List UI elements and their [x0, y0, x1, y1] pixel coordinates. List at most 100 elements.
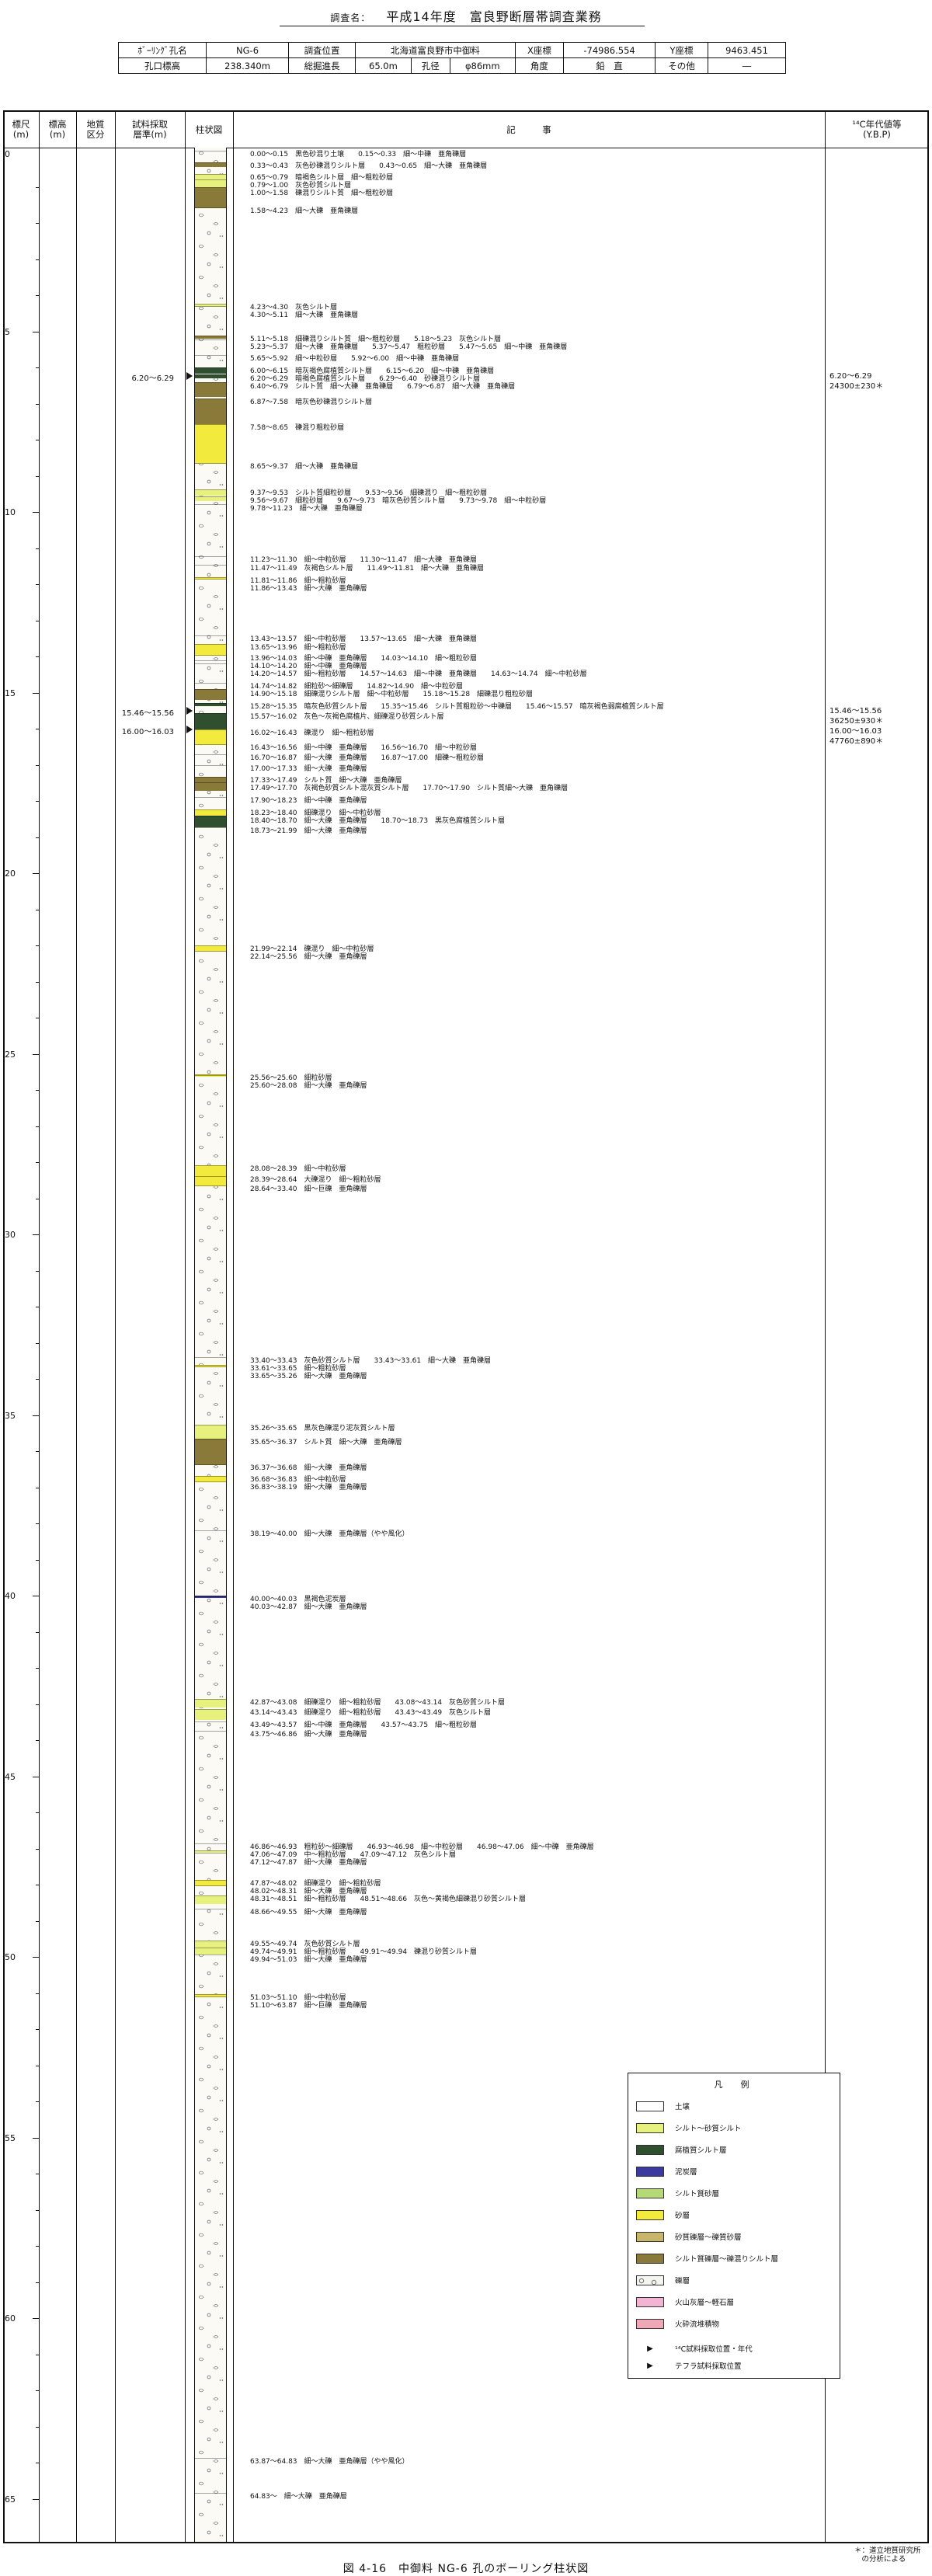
log-entry: 5.65～5.92 細～中粒砂層 5.92～6.00 細～中礫 亜角礫層 — [250, 354, 460, 363]
column-layer — [195, 809, 226, 816]
log-entry: 14.90～15.18 細礫混りシルト層 細～中粒砂層 15.18～15.28 … — [250, 691, 534, 699]
column-layer — [195, 702, 226, 706]
column-layer — [195, 339, 226, 341]
legend-swatch — [636, 2166, 664, 2177]
depth-tick — [36, 2282, 39, 2283]
log-entry: 18.73～21.99 細～大礫 亜角礫層 — [250, 827, 367, 835]
log-entry: 16.70～16.87 細～大礫 亜角礫層 16.87～17.00 細礫～粗粒砂… — [250, 754, 485, 762]
legend-item: 泥炭層 — [636, 2165, 697, 2177]
depth-tick — [36, 1993, 39, 1994]
info-cell: 総掘進長 — [288, 57, 356, 74]
column-layer — [195, 950, 226, 952]
log-entry: 6.20～6.29 暗褐色腐植質シルト層 6.29～6.40 砂礫混りシルト層 — [250, 375, 481, 383]
stratigraphic-column — [194, 148, 227, 2542]
log-entry: 9.78～11.23 細～大礫 亜角礫層 — [250, 504, 363, 513]
survey-title-label: 調査名： — [330, 12, 371, 23]
log-entry: 17.33～17.49 シルト質 細～大礫 亜角礫層 — [250, 776, 402, 785]
depth-tick — [36, 1559, 39, 1561]
legend-label: シルト～砂質シルト — [675, 2125, 742, 2133]
depth-tick — [33, 873, 39, 874]
arrow-icon: ▶ — [647, 2361, 653, 2370]
column-layer — [195, 399, 226, 426]
log-entry: 4.23～4.30 灰色シルト層 — [250, 303, 338, 312]
column-layer — [195, 1185, 226, 1186]
depth-tick — [33, 2137, 39, 2139]
column-layer — [195, 503, 226, 505]
legend-label: シルト質砂層 — [675, 2190, 720, 2198]
header-description: 記 事 — [506, 124, 551, 135]
info-cell: 9463.451 — [708, 42, 786, 58]
depth-tick — [33, 512, 39, 513]
info-cell: φ86mm — [449, 57, 516, 74]
log-entry: 38.19～40.00 細～大礫 亜角礫層（やや風化） — [250, 1530, 409, 1538]
log-entry: 8.65～9.37 細～大礫 亜角礫層 — [250, 463, 359, 472]
log-entry: 4.30～5.11 細～大礫 亜角礫層 — [250, 311, 359, 319]
arrow-icon: ▶ — [647, 2344, 653, 2353]
legend-swatch — [636, 2209, 664, 2220]
column-layer — [195, 374, 226, 379]
depth-label: 20 — [5, 869, 16, 879]
log-entry: 42.87～43.08 細礫混り 細～粗粒砂層 43.08～43.14 灰色砂質… — [250, 1699, 506, 1707]
column-layer — [195, 565, 226, 566]
column-layer — [195, 688, 226, 700]
log-entry: 49.74～49.91 細～粗粒砂層 49.91～49.94 礫混り砂質シルト層 — [250, 1948, 478, 1957]
header-geology: 地質 区分 — [86, 119, 105, 140]
depth-tick — [36, 1668, 39, 1669]
legend-label: シルト質礫層～礫混りシルト層 — [675, 2255, 779, 2264]
depth-tick — [33, 2318, 39, 2319]
log-entry: 28.39～28.64 大礫混り 細～粗粒砂層 — [250, 1176, 381, 1185]
depth-tick — [36, 475, 39, 477]
column-layer — [195, 663, 226, 665]
legend-swatch — [636, 2231, 664, 2242]
column-divider — [825, 110, 826, 2543]
depth-tick — [36, 1090, 39, 1091]
depth-tick — [36, 186, 39, 188]
column-layer — [195, 683, 226, 684]
log-entry: 1.00～1.58 礫混りシルト質 細～粗粒砂層 — [250, 190, 394, 198]
column-layer — [195, 655, 226, 656]
log-entry: 64.83～ 細～大礫 亜角礫層 — [250, 2492, 347, 2501]
legend-item: 砂質礫層～礫質砂層 — [636, 2230, 742, 2243]
depth-label: 45 — [5, 1771, 16, 1782]
column-layer — [195, 782, 226, 792]
column-layer — [195, 1947, 226, 1955]
log-entry: 5.11～5.18 細礫混りシルト質 細～粗粒砂層 5.18～5.23 灰色シル… — [250, 335, 502, 343]
legend-tephra-symbol: ▶ テフラ試料採取位置 — [636, 2359, 741, 2372]
legend-item: シルト質礫層～礫混りシルト層 — [636, 2252, 778, 2264]
depth-tick — [36, 1704, 39, 1705]
column-layer — [195, 162, 226, 167]
column-layer — [195, 179, 226, 188]
log-entry: 6.00～6.15 暗灰褐色腐植質シルト層 6.15～6.20 細～中礫 亜角礫… — [250, 367, 495, 375]
depth-tick — [36, 367, 39, 368]
column-layer — [195, 424, 226, 465]
depth-tick — [33, 1957, 39, 1958]
log-entry: 48.31～48.51 細～粗粒砂層 48.51～48.66 灰色～黄褐色細礫混… — [250, 1895, 527, 1904]
legend-c14-symbol: ▶ ¹⁴C試料採取位置・年代 — [636, 2342, 753, 2355]
column-layer — [195, 1366, 226, 1367]
log-entry: 43.14～43.43 細礫混り 細～粗粒砂層 43.43～43.49 灰色シル… — [250, 1709, 492, 1717]
depth-tick — [36, 1740, 39, 1741]
log-entry: 63.87～64.83 細～大礫 亜角礫層（やや風化） — [250, 2457, 409, 2466]
column-layer — [195, 1364, 226, 1367]
column-divider — [233, 110, 234, 2543]
header-scale: 標尺 (m) — [12, 119, 30, 140]
borehole-info-table: ﾎﾞｰﾘﾝｸﾞ孔名 NG-6 調査位置 北海道富良野市中御料 X座標 -7498… — [117, 42, 786, 74]
depth-label: 25 — [5, 1049, 16, 1060]
depth-tick — [36, 1812, 39, 1813]
log-entry: 51.03～51.10 細～中粒砂層 — [250, 1993, 346, 2002]
log-entry: 18.40～18.70 細～大礫 亜角礫層 18.70～18.73 黒灰色腐植質… — [250, 816, 506, 825]
column-layer — [195, 743, 226, 745]
log-entry: 14.20～14.57 細～粗粒砂層 14.57～14.63 細～中礫 亜角礫層… — [250, 670, 587, 679]
info-cell: 孔径 — [410, 57, 450, 74]
log-entry: 48.02～48.31 細～大礫 亜角礫層 — [250, 1887, 367, 1895]
log-entry: 33.61～33.65 細～粗粒砂層 — [250, 1365, 346, 1373]
log-entry: 35.26～35.65 黒灰色礫混り泥灰質シルト層 — [250, 1424, 395, 1432]
column-layer — [195, 1843, 226, 1844]
sample-depth-label: 6.20～6.29 — [131, 374, 174, 384]
column-layer — [195, 797, 226, 799]
legend-label: 泥炭層 — [675, 2168, 697, 2177]
log-entry: 14.10～14.20 細～中礫 亜角礫層 — [250, 663, 367, 671]
column-layer — [195, 1475, 226, 1482]
depth-tick — [36, 2390, 39, 2391]
column-layer — [195, 1596, 226, 1598]
